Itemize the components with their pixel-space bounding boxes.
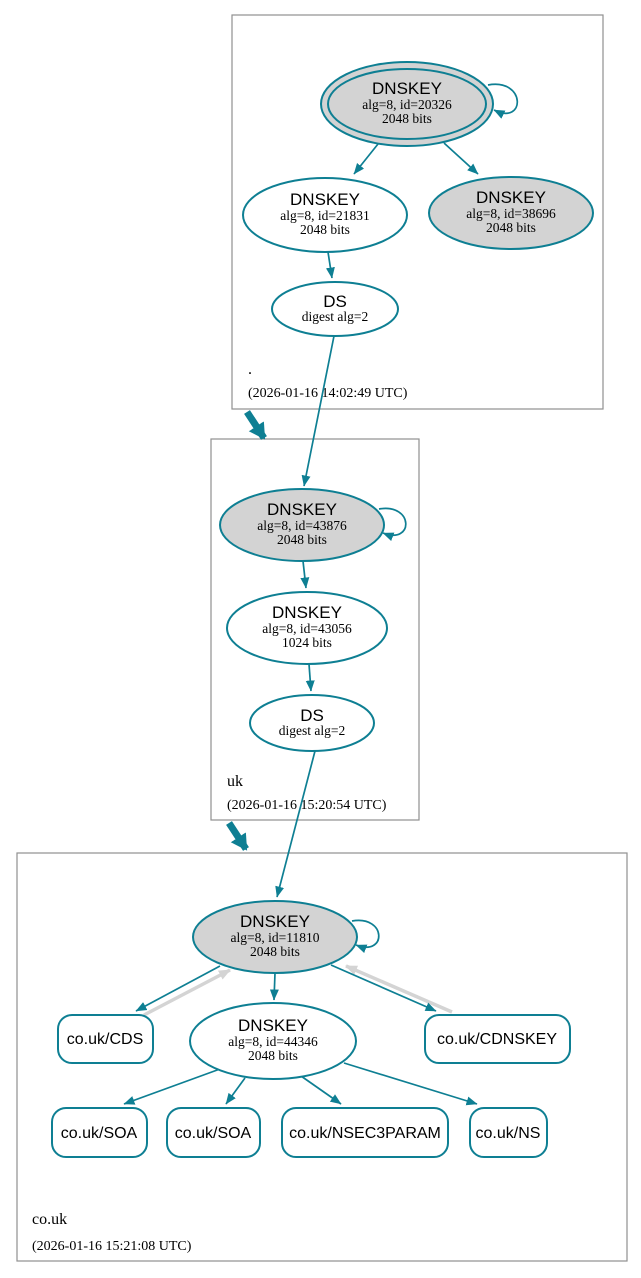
delegation-arrow-root-uk (244, 410, 267, 440)
edge-ds-uk-to-dnskey-11810 (275, 750, 316, 898)
edge-11810-cds (135, 965, 221, 1012)
ds-uk-title: DS (300, 706, 324, 725)
dnskey-44346-ellipse[interactable] (189, 1002, 357, 1080)
zone-box-uk (210, 438, 420, 821)
edge-11810-cdnskey (330, 964, 437, 1012)
dnskey-44346-alg: alg=8, id=44346 (228, 1034, 318, 1049)
dnskey-20326-bits: 2048 bits (382, 111, 432, 126)
node-dnskey-44346[interactable]: DNSKEY alg=8, id=44346 2048 bits (189, 1002, 357, 1080)
edge-44346-nsec3param (300, 1075, 342, 1105)
dnskey-21831-ellipse[interactable] (242, 177, 408, 253)
rrset-cds-label: co.uk/CDS (67, 1031, 143, 1048)
rrset-cdnskey-label: co.uk/CDNSKEY (437, 1031, 557, 1048)
zone-uk: uk (2026-01-16 15:20:54 UTC) DNSKEY alg=… (210, 438, 420, 821)
edge-cds-11810-gray (143, 968, 231, 1017)
edge-20326-21831 (353, 143, 379, 175)
dnskey-38696-title: DNSKEY (476, 188, 546, 207)
edge-11810-44346 (269, 972, 279, 1001)
node-rrset-nsec3param[interactable]: co.uk/NSEC3PARAM (281, 1107, 449, 1158)
rrset-soa1-box[interactable] (51, 1107, 148, 1158)
delegation-arrow-uk-couk (226, 821, 249, 851)
zone-root: . (2026-01-16 14:02:49 UTC) DNSKEY alg=8… (231, 14, 604, 410)
zone-name-uk: uk (227, 773, 243, 790)
edge-44346-soa2 (225, 1077, 246, 1105)
node-rrset-cdnskey[interactable]: co.uk/CDNSKEY (424, 1014, 571, 1064)
rrset-cdnskey-box[interactable] (424, 1014, 571, 1064)
node-rrset-soa1[interactable]: co.uk/SOA (51, 1107, 148, 1158)
edge-20326-38696 (443, 142, 479, 175)
dnskey-43056-bits: 1024 bits (282, 635, 332, 650)
dnskey-11810-alg: alg=8, id=11810 (231, 930, 320, 945)
edge-selfsign-20326 (487, 83, 519, 119)
dnskey-11810-title: DNSKEY (240, 912, 310, 931)
edge-43876-43056 (300, 560, 310, 589)
dnskey-43056-title: DNSKEY (272, 603, 342, 622)
dnskey-43056-ellipse[interactable] (226, 591, 388, 665)
edge-cdnskey-11810-gray (345, 964, 453, 1014)
dnskey-44346-title: DNSKEY (238, 1016, 308, 1035)
rrset-ns-box[interactable] (469, 1107, 548, 1158)
dnskey-38696-alg: alg=8, id=38696 (466, 206, 556, 221)
dnskey-38696-ellipse[interactable] (428, 176, 594, 250)
dnskey-44346-bits: 2048 bits (248, 1048, 298, 1063)
node-dnskey-20326[interactable]: DNSKEY alg=8, id=20326 2048 bits (320, 61, 494, 147)
zone-timestamp-uk: (2026-01-16 15:20:54 UTC) (227, 798, 387, 813)
node-dnskey-43876[interactable]: DNSKEY alg=8, id=43876 2048 bits (219, 488, 385, 562)
ds-root-ellipse[interactable] (271, 281, 399, 337)
zone-box-couk (16, 852, 628, 1262)
dnskey-20326-inner-ellipse (327, 68, 487, 140)
dnskey-20326-alg: alg=8, id=20326 (362, 97, 452, 112)
dnskey-43876-alg: alg=8, id=43876 (257, 518, 347, 533)
rrset-soa2-box[interactable] (166, 1107, 261, 1158)
dnskey-21831-alg: alg=8, id=21831 (280, 208, 369, 223)
edge-43056-ds (305, 663, 315, 692)
edge-ds-root-to-dnskey-43876 (301, 335, 335, 487)
rrset-soa2-label: co.uk/SOA (175, 1125, 252, 1142)
dnskey-38696-bits: 2048 bits (486, 220, 536, 235)
ds-root-digest: digest alg=2 (302, 309, 368, 324)
zone-couk: co.uk (2026-01-16 15:21:08 UTC) DNSKEY a… (16, 852, 628, 1262)
rrset-cds-box[interactable] (57, 1014, 154, 1064)
dnskey-43876-title: DNSKEY (267, 500, 337, 519)
dnskey-43876-bits: 2048 bits (277, 532, 327, 547)
edge-44346-soa1 (123, 1068, 221, 1105)
edge-21831-ds (325, 251, 335, 279)
edge-selfsign-11810 (351, 919, 380, 953)
ds-root-title: DS (323, 292, 347, 311)
node-ds-root[interactable]: DS digest alg=2 (271, 281, 399, 337)
edge-selfsign-43876 (378, 507, 407, 541)
rrset-nsec3param-box[interactable] (281, 1107, 449, 1158)
dnskey-21831-title: DNSKEY (290, 190, 360, 209)
node-dnskey-21831[interactable]: DNSKEY alg=8, id=21831 2048 bits (242, 177, 408, 253)
node-dnskey-43056[interactable]: DNSKEY alg=8, id=43056 1024 bits (226, 591, 388, 665)
dnskey-21831-bits: 2048 bits (300, 222, 350, 237)
zone-timestamp-couk: (2026-01-16 15:21:08 UTC) (32, 1239, 192, 1254)
zone-name-root: . (248, 361, 252, 378)
zone-name-couk: co.uk (32, 1211, 67, 1228)
dnskey-11810-bits: 2048 bits (250, 944, 300, 959)
zone-timestamp-root: (2026-01-16 14:02:49 UTC) (248, 386, 408, 401)
node-ds-uk[interactable]: DS digest alg=2 (249, 694, 375, 752)
dnskey-43876-ellipse[interactable] (219, 488, 385, 562)
edge-44346-ns (343, 1062, 478, 1106)
node-rrset-ns[interactable]: co.uk/NS (469, 1107, 548, 1158)
ds-uk-ellipse[interactable] (249, 694, 375, 752)
node-dnskey-11810[interactable]: DNSKEY alg=8, id=11810 2048 bits (192, 900, 358, 974)
zone-box-root (231, 14, 604, 410)
dnskey-20326-title: DNSKEY (372, 79, 442, 98)
node-dnskey-38696[interactable]: DNSKEY alg=8, id=38696 2048 bits (428, 176, 594, 250)
dnskey-43056-alg: alg=8, id=43056 (262, 621, 352, 636)
rrset-ns-label: co.uk/NS (476, 1125, 541, 1142)
rrset-soa1-label: co.uk/SOA (61, 1125, 138, 1142)
node-rrset-soa2[interactable]: co.uk/SOA (166, 1107, 261, 1158)
dnskey-11810-ellipse[interactable] (192, 900, 358, 974)
rrset-nsec3param-label: co.uk/NSEC3PARAM (289, 1125, 441, 1142)
node-rrset-cds[interactable]: co.uk/CDS (57, 1014, 154, 1064)
ds-uk-digest: digest alg=2 (279, 723, 345, 738)
